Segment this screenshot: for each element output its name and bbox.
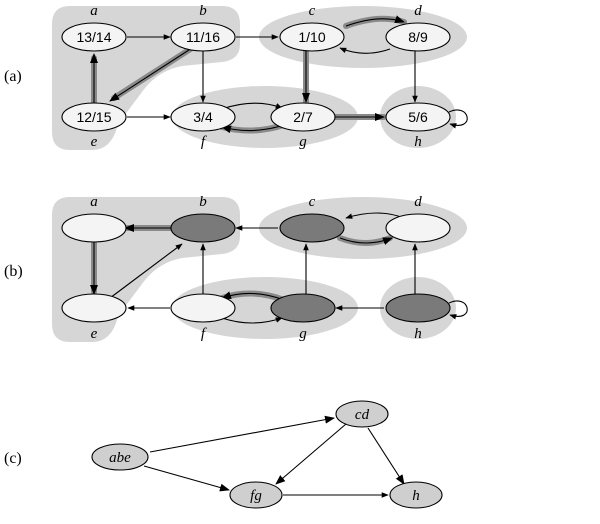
panel-b: a b c d e f g h	[52, 194, 468, 342]
panel-label-b: (b)	[4, 263, 23, 280]
edge-b-h-h	[448, 300, 468, 320]
vertex-name-b-f: f	[201, 326, 207, 342]
edge-c-cd-fg	[275, 423, 347, 485]
cnode-abe-label: abe	[109, 450, 131, 466]
vertex-name-a-c: c	[309, 3, 316, 19]
panel-c: abe cd fg h	[91, 400, 443, 509]
cnode-fg-label: fg	[250, 488, 262, 504]
node-b-b	[170, 213, 236, 243]
node-a-d	[385, 22, 451, 52]
vertex-name-a-a: a	[90, 3, 98, 19]
vertex-name-b-a: a	[90, 194, 98, 210]
cnode-fg	[229, 481, 283, 509]
node-a-g-times: 2/7	[293, 109, 313, 125]
vertex-name-a-d: d	[414, 3, 422, 19]
node-b-g	[270, 293, 336, 323]
vertex-name-a-h: h	[414, 134, 422, 150]
edge-c-abe-cd	[149, 415, 335, 453]
edge-b-c-d	[339, 237, 393, 245]
node-b-f	[170, 293, 236, 323]
node-a-a	[61, 22, 127, 52]
cnode-h	[389, 481, 443, 509]
node-a-b-times: 11/16	[186, 29, 220, 45]
node-a-h-times: 5/6	[408, 109, 428, 125]
node-a-e-times: 12/15	[76, 109, 111, 125]
edge-a-h-h	[448, 109, 468, 129]
panel-label-c: (c)	[4, 450, 22, 467]
vertex-name-a-b: b	[199, 3, 207, 19]
node-a-f	[170, 102, 236, 132]
node-a-c-times: 1/10	[298, 29, 325, 45]
node-b-a	[61, 213, 127, 243]
cnode-abe	[91, 443, 149, 471]
node-a-c	[279, 22, 345, 52]
region-b-fg	[172, 277, 358, 339]
vertex-name-a-g: g	[299, 134, 307, 150]
vertex-name-b-c: c	[309, 194, 316, 210]
node-a-d-times: 8/9	[408, 29, 428, 45]
edge-b-g-f	[221, 291, 285, 301]
panel-label-a: (a)	[4, 68, 22, 85]
cnode-cd	[335, 400, 389, 428]
panel-a: 13/14 11/16 1/10 8/9 12/15 3/4 2/7 5/6 a…	[52, 3, 468, 150]
edge-b-f-g	[221, 317, 283, 324]
cnode-cd-label: cd	[355, 407, 370, 423]
vertex-name-a-f: f	[201, 134, 207, 150]
node-a-g	[270, 102, 336, 132]
node-a-h	[385, 102, 451, 132]
vertex-name-b-e: e	[91, 326, 98, 342]
vertex-name-b-d: d	[414, 194, 422, 210]
edge-c-cd-h	[367, 427, 405, 485]
edge-b-e-b	[109, 243, 183, 299]
node-a-a-times: 13/14	[76, 29, 111, 45]
node-a-f-times: 3/4	[193, 109, 213, 125]
edge-c-abe-fg	[143, 465, 230, 492]
region-a-fg	[172, 86, 358, 148]
node-b-c	[279, 213, 345, 243]
node-a-e	[61, 102, 127, 132]
node-a-b	[170, 22, 236, 52]
vertex-name-b-h: h	[414, 326, 422, 342]
node-b-h	[385, 293, 451, 323]
edge-a-b-e	[109, 47, 193, 102]
node-b-d	[385, 213, 451, 243]
edge-a-c-d	[345, 15, 405, 27]
vertex-name-b-g: g	[299, 326, 307, 342]
edge-a-d-c	[339, 47, 391, 54]
node-b-e	[61, 293, 127, 323]
vertex-name-a-e: e	[91, 134, 98, 150]
vertex-name-b-b: b	[199, 194, 207, 210]
cnode-h-label: h	[412, 488, 420, 504]
